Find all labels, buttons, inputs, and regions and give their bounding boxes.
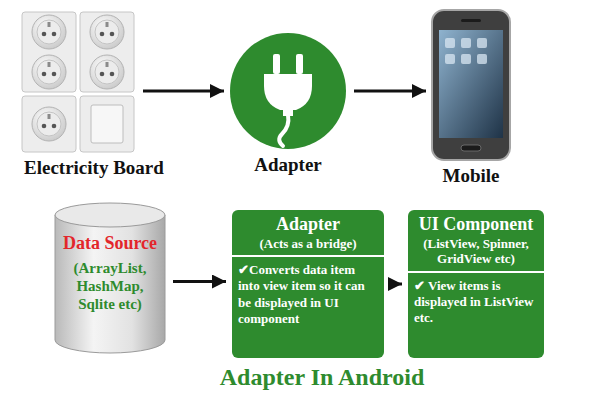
box-header: UI Component(ListView, Spinner, GridView… [408, 210, 544, 273]
flow-arrow [173, 280, 226, 283]
box-body: ✔ View items is displayed in ListView et… [408, 273, 544, 333]
phone-illustration [432, 10, 510, 160]
box-heading: UI Component [414, 214, 538, 236]
box-subheading: (Acts as a bridge) [238, 236, 378, 252]
adapter-box: Adapter(Acts as a bridge) ✔Converts data … [232, 210, 384, 358]
box-subheading: (ListView, Spinner, GridView etc) [414, 236, 538, 267]
data-source-node: Data Source (ArrayList, HashMap, Sqlite e… [55, 203, 165, 353]
box-body-text: ✔ View items is displayed in ListView et… [414, 278, 538, 327]
adapter-circle: Adapter [230, 33, 346, 149]
node-label: Adapter [254, 155, 322, 176]
flow-arrow [392, 283, 402, 286]
node-heading: Data Source [61, 233, 159, 255]
box-heading: Adapter [238, 214, 378, 236]
box-body: ✔Converts data item into view item so it… [232, 257, 384, 333]
phone-node: Mobile [432, 10, 510, 160]
node-detail: (ArrayList, HashMap, Sqlite etc) [61, 259, 159, 313]
database-cylinder [55, 203, 165, 353]
socket-panel [22, 12, 134, 152]
flow-arrow [143, 90, 224, 93]
plug-icon [230, 33, 346, 149]
node-label: Mobile [443, 166, 500, 187]
socket-node: Electricity Board [22, 12, 135, 152]
flow-arrow [354, 90, 426, 93]
box-header: Adapter(Acts as a bridge) [232, 210, 384, 257]
node-label: Electricity Board [24, 158, 164, 179]
box-body-text: ✔Converts data item into view item so it… [238, 262, 378, 327]
ui-component-box: UI Component(ListView, Spinner, GridView… [408, 210, 544, 358]
caption: Adapter In Android [220, 364, 425, 391]
